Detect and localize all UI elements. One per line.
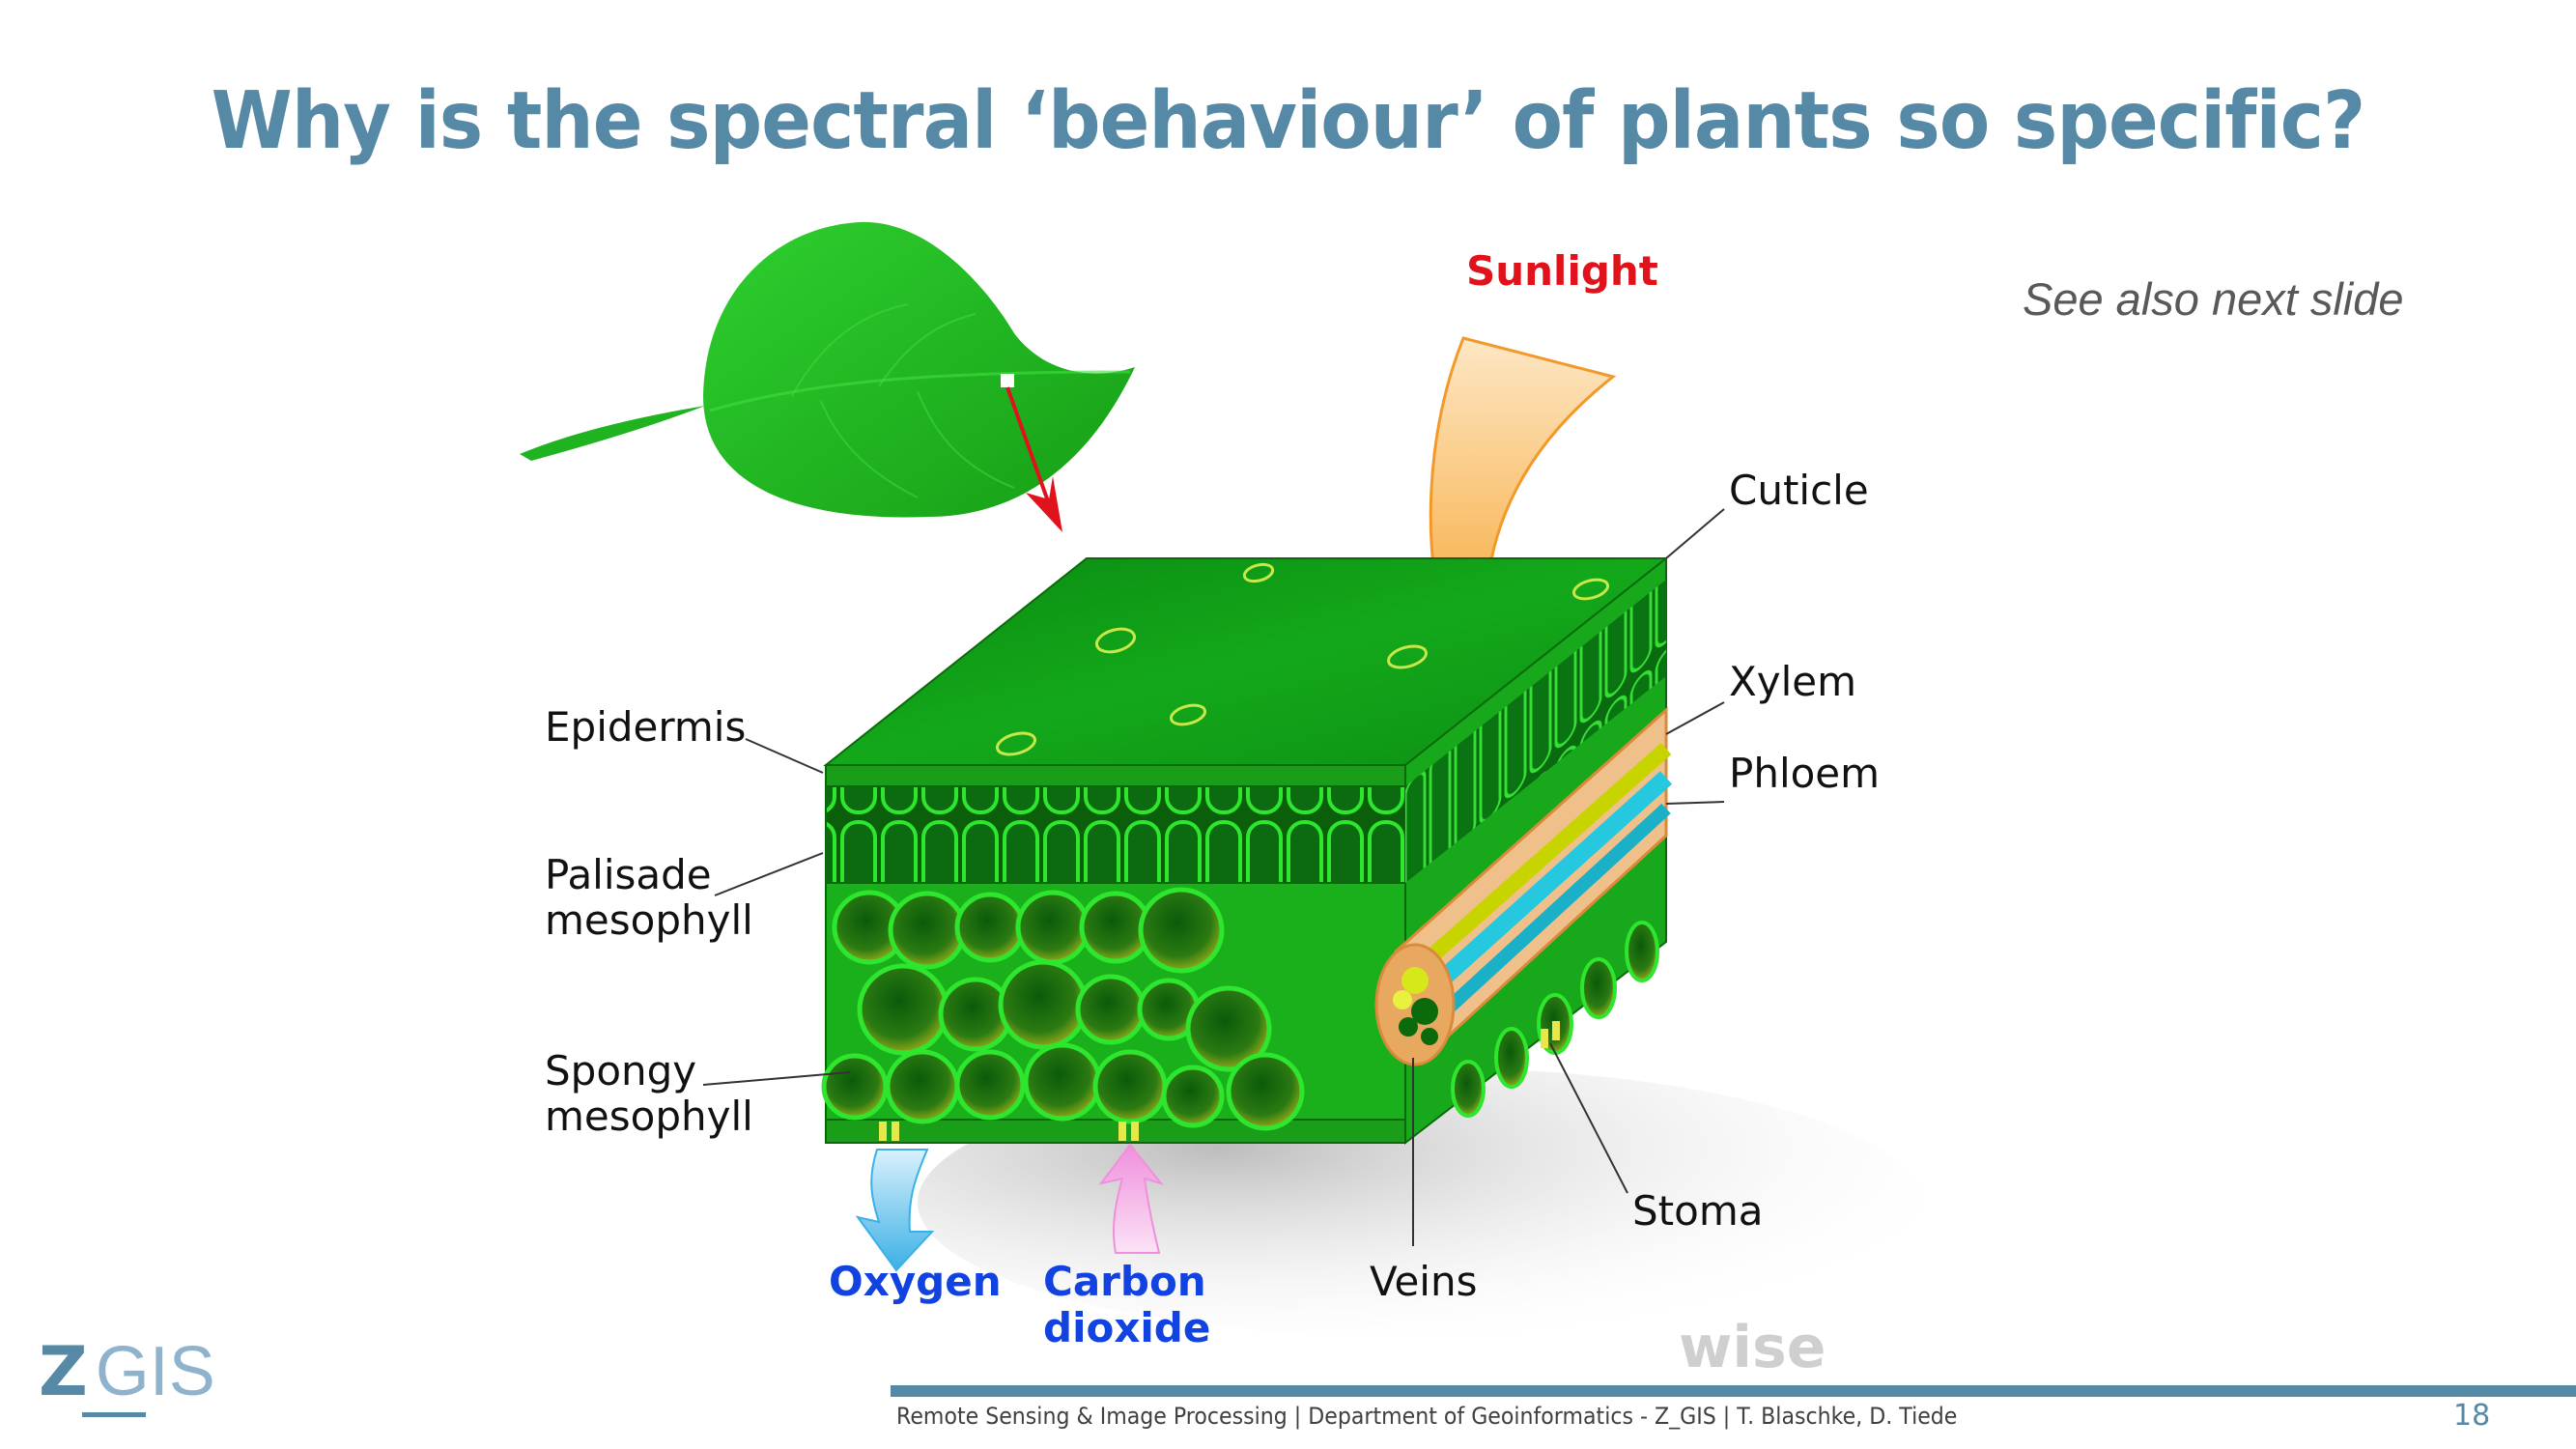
label-spongy-1: Spongy <box>545 1047 696 1094</box>
side-spongy-cells <box>1451 921 1659 1118</box>
bottom-stomata <box>879 1021 1560 1141</box>
spongy-mesophyll-cells <box>821 887 1305 1131</box>
footer-bar <box>891 1385 2576 1397</box>
zoom-pointer-arrow <box>1005 386 1062 532</box>
watermark: wise <box>1679 1314 1826 1381</box>
leader-lines <box>702 508 1725 1246</box>
logo-gis: GIS <box>81 1337 215 1417</box>
slide-title: Why is the spectral ‘behaviour’ of plant… <box>211 75 2366 167</box>
zgis-logo: Z GIS <box>39 1332 215 1417</box>
label-carbon-2: dioxide <box>1043 1304 1210 1351</box>
vein-bundle <box>1374 706 1673 1066</box>
logo-z: Z <box>39 1332 88 1411</box>
label-palisade-2: mesophyll <box>545 896 753 944</box>
label-veins: Veins <box>1370 1258 1477 1305</box>
label-stoma: Stoma <box>1632 1187 1763 1235</box>
label-palisade-1: Palisade <box>545 851 712 898</box>
label-sunlight: Sunlight <box>1466 247 1658 295</box>
label-xylem: Xylem <box>1729 658 1856 705</box>
label-epidermis: Epidermis <box>545 703 746 751</box>
leaf-illustration <box>520 221 1135 518</box>
logo-gis-text: GIS <box>95 1333 215 1410</box>
side-palisade <box>1405 580 1666 883</box>
page-number: 18 <box>2453 1399 2491 1433</box>
side-note: See also next slide <box>2023 273 2404 325</box>
carbon-dioxide-arrow <box>1098 1143 1164 1254</box>
label-cuticle: Cuticle <box>1729 467 1869 514</box>
label-phloem: Phloem <box>1729 750 1880 797</box>
label-carbon-1: Carbon <box>1043 1258 1206 1305</box>
leaf-cross-section-diagram: Sunlight <box>473 208 2009 1391</box>
oxygen-arrow <box>855 1149 935 1272</box>
label-spongy-2: mesophyll <box>545 1093 753 1140</box>
top-stomata <box>996 562 1610 756</box>
label-oxygen: Oxygen <box>829 1258 1002 1305</box>
logo-underline <box>81 1412 146 1417</box>
footer-text: Remote Sensing & Image Processing | Depa… <box>896 1403 1958 1430</box>
